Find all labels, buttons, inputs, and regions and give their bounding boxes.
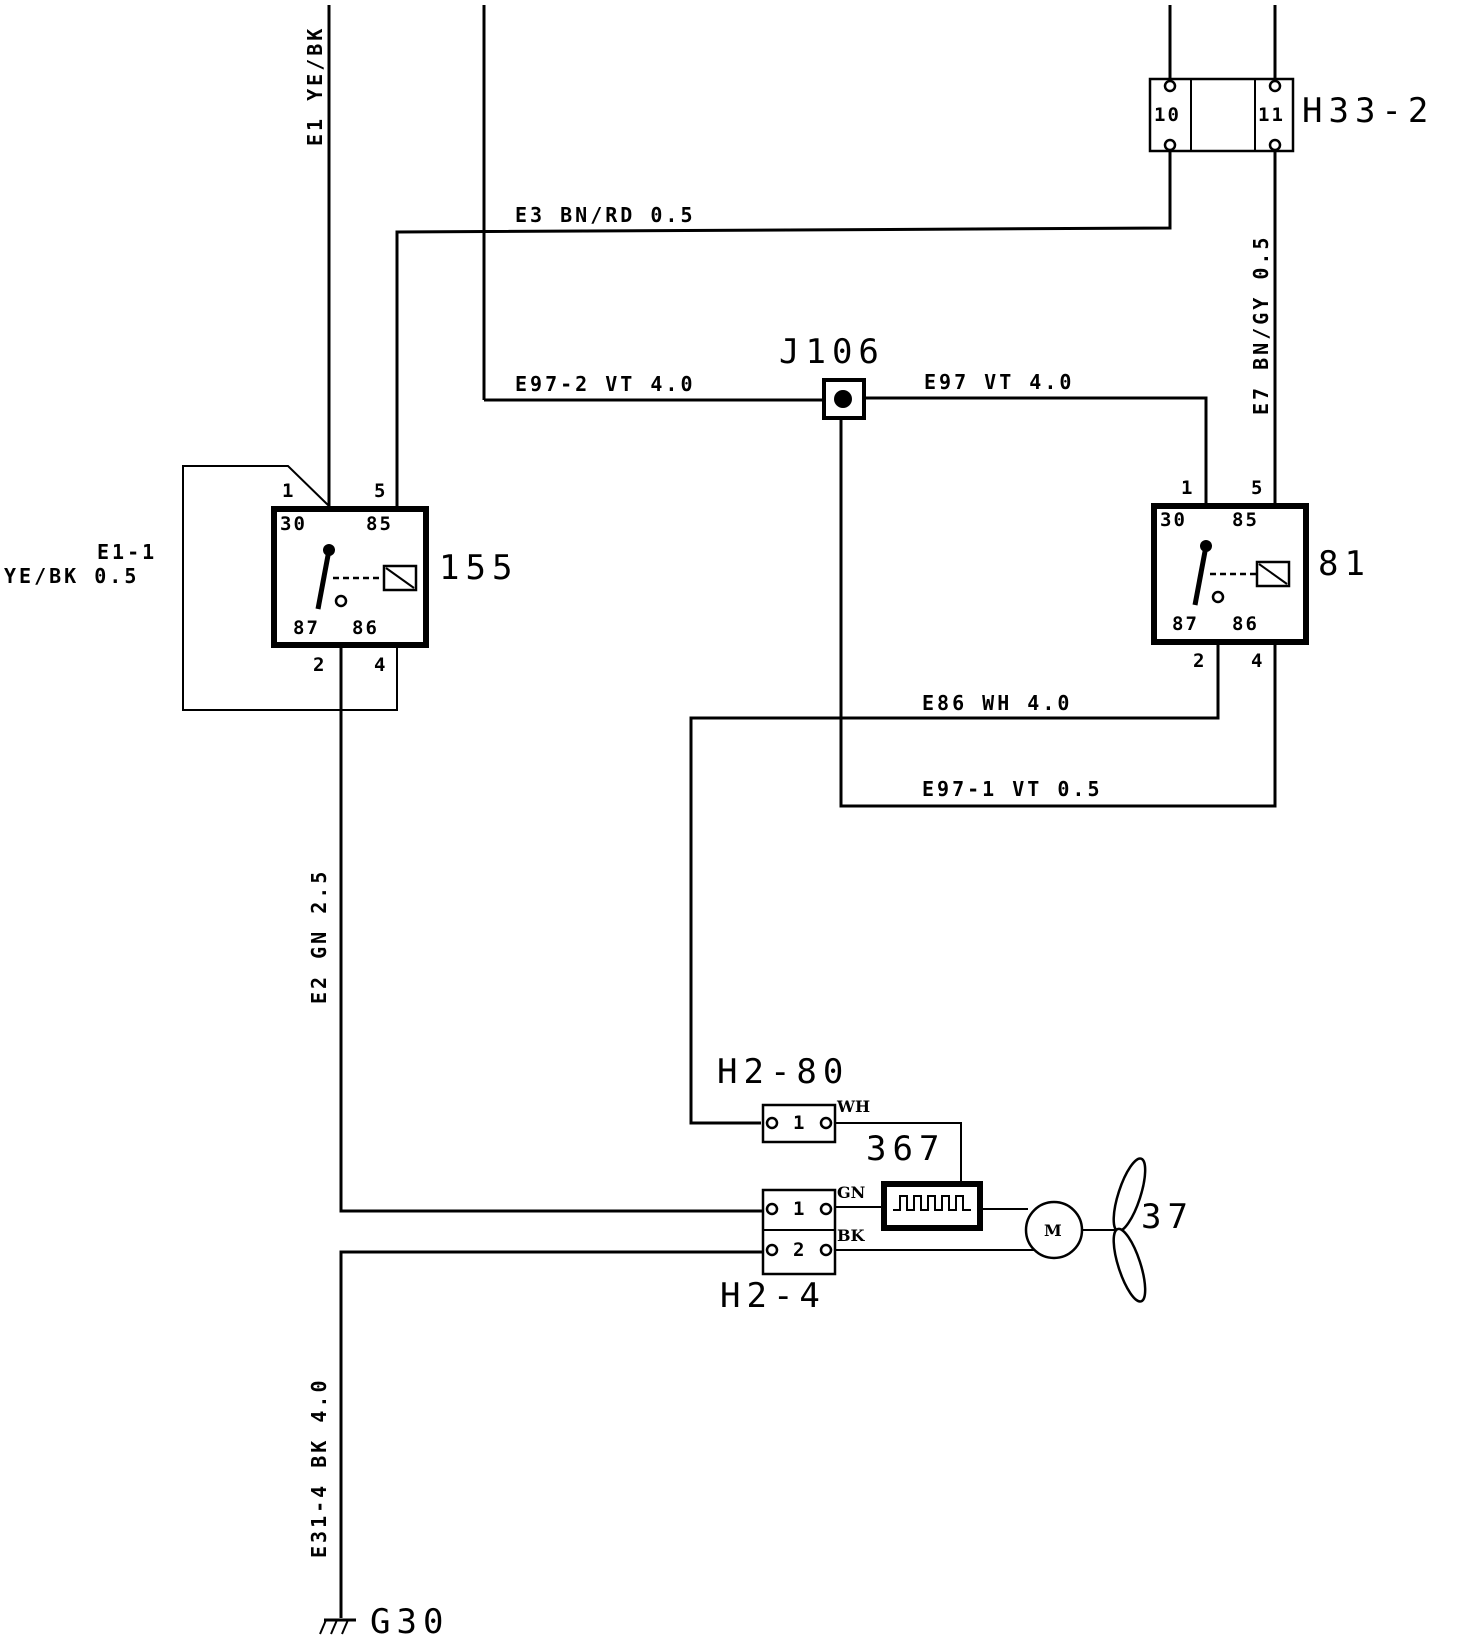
h2-4-label: H2-4 xyxy=(720,1276,826,1316)
connector-h33-2: 10 11 H33-2 xyxy=(1148,77,1434,153)
fan-37-label: 37 xyxy=(1141,1197,1194,1237)
r81-pin-1: 1 xyxy=(1181,477,1194,499)
r81-pin-4: 4 xyxy=(1251,650,1264,672)
r155-term-87: 87 xyxy=(293,617,320,639)
label-e97-1: E97-1 VT 0.5 xyxy=(922,777,1103,801)
wire-wh xyxy=(830,1122,962,1188)
label-e1-1-b: YE/BK 0.5 xyxy=(4,564,139,588)
r81-term-85: 85 xyxy=(1232,509,1259,531)
r155-term-30: 30 xyxy=(280,513,307,535)
r155-term-85: 85 xyxy=(366,513,393,535)
wires xyxy=(182,5,1277,1618)
label-e86: E86 WH 4.0 xyxy=(922,691,1072,715)
r155-pin-1: 1 xyxy=(282,480,295,502)
label-e31-4: E31-4 BK 4.0 xyxy=(307,1378,331,1559)
label-e1-1-a: E1-1 xyxy=(97,540,157,564)
wire-e97 xyxy=(862,396,1208,503)
wire-e2 xyxy=(339,646,762,1213)
h2-80-pin-1: 1 xyxy=(793,1112,806,1134)
label-e97-2: E97-2 VT 4.0 xyxy=(515,372,696,396)
h33-pin-10: 10 xyxy=(1154,104,1181,126)
label-e2: E2 GN 2.5 xyxy=(307,869,331,1004)
ground-g30: G30 xyxy=(319,1602,449,1642)
r155-term-86: 86 xyxy=(352,617,379,639)
resistor-367-label: 367 xyxy=(866,1129,945,1169)
relay-155: 1 5 2 4 30 85 87 86 155 xyxy=(271,480,518,676)
resistor-367: 367 xyxy=(866,1129,983,1231)
wire-e97-1 xyxy=(839,420,1277,808)
r81-term-30: 30 xyxy=(1160,509,1187,531)
motor-label: M xyxy=(1044,1221,1062,1240)
r155-pin-5: 5 xyxy=(374,480,387,502)
h2-4-pin-2: 2 xyxy=(793,1239,806,1261)
r81-term-87: 87 xyxy=(1172,613,1199,635)
fan-motor-37: M 37 xyxy=(1024,1157,1194,1303)
h2-80-label: H2-80 xyxy=(717,1052,849,1092)
h33-pin-11: 11 xyxy=(1258,104,1285,126)
j106-label: J106 xyxy=(779,332,885,372)
label-e97: E97 VT 4.0 xyxy=(924,370,1074,394)
wire-label-gn: GN xyxy=(837,1183,865,1202)
r81-term-86: 86 xyxy=(1232,613,1259,635)
label-e1: E1 YE/BK xyxy=(303,26,327,146)
g30-label: G30 xyxy=(370,1602,449,1642)
wire-e86 xyxy=(689,643,1220,1125)
relay-81: 1 5 2 4 30 85 87 86 81 xyxy=(1151,477,1371,672)
h2-4-pin-1: 1 xyxy=(793,1198,806,1220)
r155-pin-4: 4 xyxy=(374,654,387,676)
label-e3: E3 BN/RD 0.5 xyxy=(515,203,696,227)
r81-pin-2: 2 xyxy=(1193,650,1206,672)
wire-e3 xyxy=(395,148,1172,506)
connector-h2-80: 1 H2-80 WH xyxy=(717,1052,870,1144)
splice-j106: J106 xyxy=(779,332,885,420)
connector-h2-4: 1 2 H2-4 GN BK xyxy=(720,1183,866,1316)
r155-pin-2: 2 xyxy=(313,654,326,676)
h33-2-label: H33-2 xyxy=(1302,91,1434,131)
wire-e1-1-loop xyxy=(182,465,398,711)
relay-155-label: 155 xyxy=(439,548,518,588)
wire-e31-4 xyxy=(339,1250,762,1618)
relay-81-label: 81 xyxy=(1318,544,1371,584)
r81-pin-5: 5 xyxy=(1251,477,1264,499)
wire-labels: E1 YE/BK E1-1 YE/BK 0.5 E3 BN/RD 0.5 E97… xyxy=(4,26,1273,1558)
fan-blade-bottom-icon xyxy=(1112,1227,1147,1303)
wire-label-wh: WH xyxy=(836,1097,870,1116)
wire-label-bk: BK xyxy=(837,1226,866,1245)
label-e7: E7 BN/GY 0.5 xyxy=(1249,235,1273,416)
